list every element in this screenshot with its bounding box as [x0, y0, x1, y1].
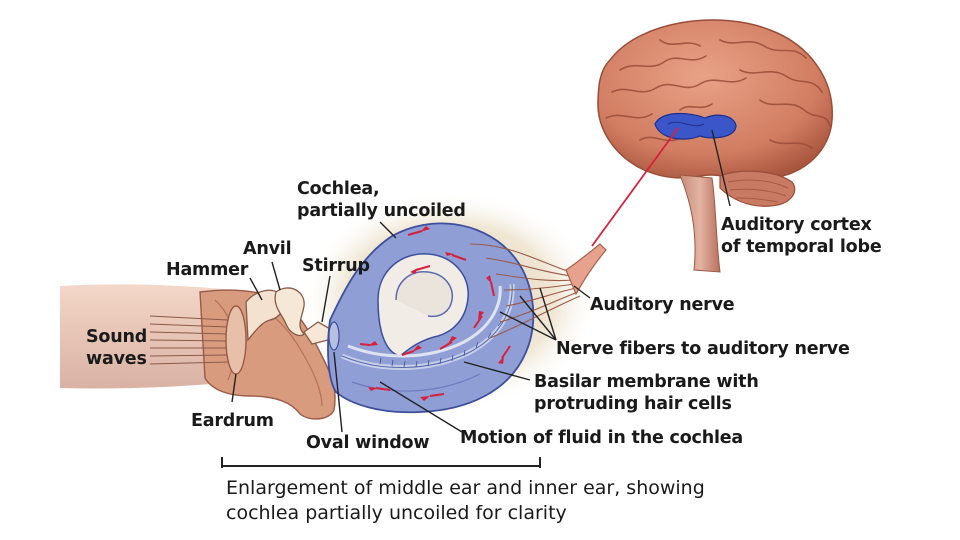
nerve-fibers	[469, 243, 581, 339]
label-motion-fluid: Motion of fluid in the cochlea	[460, 428, 744, 448]
label-basilar-line2: protruding hair cells	[534, 394, 732, 414]
leader-lines	[231, 129, 731, 433]
eardrum	[225, 305, 247, 375]
brain	[597, 19, 833, 273]
anvil-bone	[274, 287, 305, 337]
label-oval-window: Oval window	[306, 433, 430, 453]
fluid-motion-arrows	[359, 226, 511, 401]
auditory-cortex-region	[654, 112, 737, 140]
label-hammer: Hammer	[166, 260, 249, 280]
label-auditory-nerve: Auditory nerve	[590, 295, 735, 315]
auditory-nerve	[565, 243, 607, 296]
oval-window	[328, 321, 340, 351]
caption-line1: Enlargement of middle ear and inner ear,…	[226, 477, 705, 499]
auditory-pathway-line	[591, 127, 679, 247]
label-anvil: Anvil	[243, 239, 292, 259]
label-auditory-cortex: Auditory cortex of temporal lobe	[721, 214, 882, 258]
label-auditory-cortex-line1: Auditory cortex	[721, 215, 872, 235]
label-eardrum: Eardrum	[191, 411, 274, 431]
label-basilar-line1: Basilar membrane with	[534, 372, 759, 392]
sound-wave-lines	[149, 315, 229, 365]
figure-caption: Enlargement of middle ear and inner ear,…	[226, 476, 705, 526]
ossicles	[245, 287, 333, 345]
label-sound-waves-line2: waves	[86, 349, 147, 369]
label-cochlea-line1: Cochlea,	[297, 179, 380, 199]
label-nerve-fibers: Nerve fibers to auditory nerve	[556, 339, 850, 359]
label-stirrup: Stirrup	[302, 256, 370, 276]
label-cochlea-line2: partially uncoiled	[297, 201, 466, 221]
cochlea	[327, 222, 535, 414]
label-sound-waves-line1: Sound	[86, 327, 148, 347]
label-auditory-cortex-line2: of temporal lobe	[721, 237, 882, 257]
label-basilar-membrane: Basilar membrane with protruding hair ce…	[534, 371, 759, 415]
caption-bracket	[221, 457, 541, 468]
label-cochlea: Cochlea, partially uncoiled	[297, 178, 466, 222]
caption-line2: cochlea partially uncoiled for clarity	[226, 502, 567, 524]
label-sound-waves: Sound waves	[86, 326, 147, 370]
